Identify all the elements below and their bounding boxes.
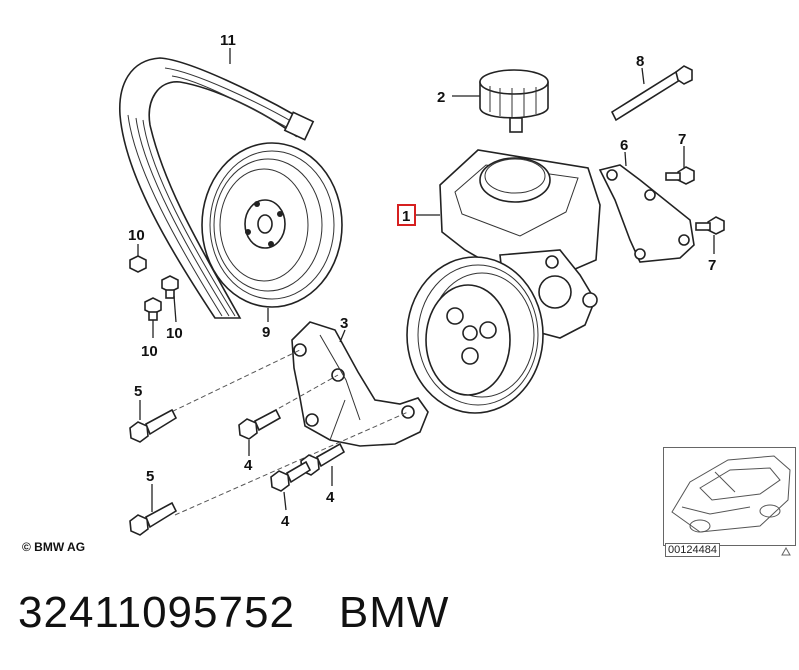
support-plate[interactable] [598, 164, 695, 263]
callout-10-c: 10 [141, 343, 158, 360]
callout-3: 3 [340, 315, 348, 332]
reservoir-cap[interactable] [479, 69, 549, 133]
drive-belt[interactable] [119, 57, 315, 319]
callout-5-b: 5 [146, 468, 154, 485]
callout-7-a: 7 [678, 131, 686, 148]
vehicle-thumbnail [671, 455, 791, 533]
thumbnail-code: 00124484 [665, 543, 720, 557]
scale-triangle-icon [781, 546, 791, 556]
callout-5-a: 5 [134, 383, 142, 400]
bolt-10-b[interactable] [161, 275, 179, 299]
callout-10-b: 10 [166, 325, 183, 342]
bolt-8[interactable] [610, 65, 693, 122]
callout-11: 11 [220, 32, 236, 49]
callout-1-highlight [397, 204, 416, 226]
bolt-7-a[interactable] [665, 166, 695, 185]
bolt-4-c[interactable] [270, 460, 312, 492]
brand-name: BMW [338, 588, 450, 637]
bolt-7-b[interactable] [695, 216, 725, 235]
callout-4-b: 4 [326, 489, 335, 506]
bolt-5-a[interactable] [129, 408, 178, 443]
power-steering-pump[interactable] [406, 149, 601, 414]
bolt-10-c[interactable] [144, 297, 162, 321]
callout-2: 2 [437, 89, 445, 106]
bolt-4-a[interactable] [238, 408, 282, 440]
bolt-5-b[interactable] [129, 501, 178, 536]
part-number: 32411095752 [18, 588, 295, 637]
mounting-bracket[interactable] [291, 321, 429, 447]
copyright-notice: © BMW AG [22, 540, 86, 554]
belt-pulley[interactable] [201, 142, 343, 308]
callout-8: 8 [636, 53, 644, 70]
callout-6: 6 [620, 137, 628, 154]
callout-4-a: 4 [244, 457, 253, 474]
bolt-10-a[interactable] [129, 255, 147, 273]
callout-7-b: 7 [708, 257, 716, 274]
callout-9: 9 [262, 324, 270, 341]
callout-4-c: 4 [281, 513, 290, 530]
footer: 32411095752 BMW [18, 588, 449, 638]
callout-1[interactable]: 1 [402, 208, 410, 225]
callout-10-a: 10 [128, 227, 145, 244]
